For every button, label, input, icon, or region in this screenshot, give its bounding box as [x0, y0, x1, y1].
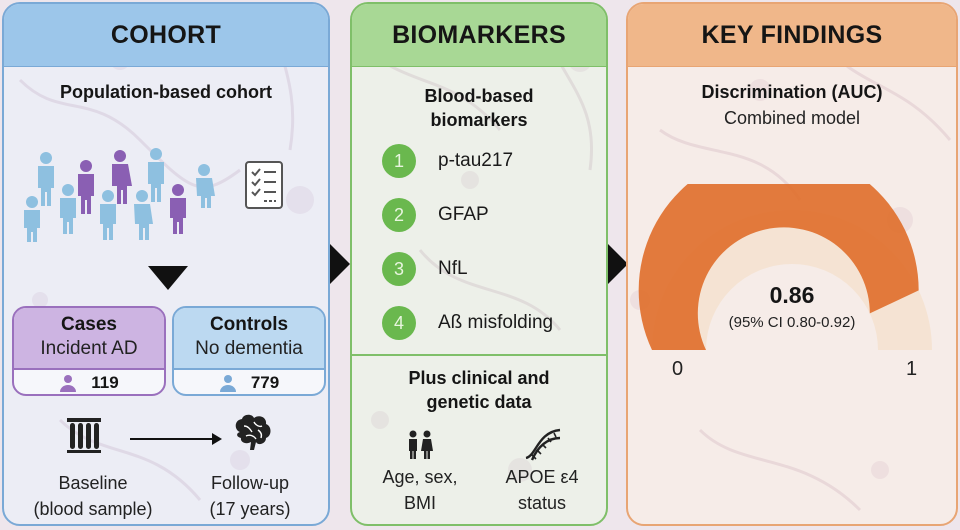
panel-arrow-icon: [608, 244, 628, 284]
people-group: [24, 148, 215, 242]
cohort-panel: COHORT Population-based cohort: [2, 2, 330, 526]
cases-count: 119: [91, 373, 119, 392]
controls-box: Controls No dementia 779: [172, 306, 326, 396]
apoe-label: APOE ε4 status: [486, 464, 598, 516]
gauge-max-label: 1: [906, 358, 918, 380]
panel-arrow-icon: [330, 244, 350, 284]
followup-label: Follow-up (17 years): [180, 470, 320, 522]
cohort-subtitle: Population-based cohort: [59, 82, 272, 102]
key-findings-panel: KEY FINDINGS Discrimination (AUC) Combin…: [626, 2, 958, 526]
person-icon: [219, 375, 236, 392]
auc-ci: (95% CI 0.80-0.92): [728, 314, 856, 331]
biomarker-number: 2: [382, 198, 416, 232]
biomarkers-subtitle: Blood-based biomarkers: [352, 84, 606, 132]
cases-title: Cases: [61, 314, 117, 335]
biomarker-label: p-tau217: [438, 150, 514, 171]
clinical-genetic-heading: Plus clinical and genetic data: [352, 366, 606, 414]
couple-icon: [409, 430, 433, 459]
baseline-label: Baseline (blood sample): [18, 470, 168, 522]
demographics-line1: Age, sex,: [382, 467, 458, 487]
biomarker-item: 1 p-tau217: [382, 144, 513, 178]
biomarkers-subtitle-line2: biomarkers: [430, 110, 528, 130]
controls-title: Controls: [209, 314, 289, 335]
controls-count: 779: [250, 373, 280, 392]
biomarker-item: 4 Aß misfolding: [382, 306, 553, 340]
biomarkers-divider: [352, 354, 606, 356]
dna-icon: [525, 428, 561, 461]
biomarker-label: GFAP: [438, 204, 489, 225]
auc-gauge: [638, 184, 932, 350]
cases-subtitle: Incident AD: [40, 338, 138, 359]
biomarker-item: 3 NfL: [382, 252, 468, 286]
person-icon: [60, 375, 77, 392]
biomarkers-subtitle-line1: Blood-based: [424, 86, 534, 106]
clinical-line2: genetic data: [426, 392, 532, 412]
metric-title: Discrimination (AUC): [701, 82, 883, 102]
test-tubes-icon: [67, 418, 101, 453]
clinical-line1: Plus clinical and: [408, 368, 550, 388]
biomarker-number: 3: [382, 252, 416, 286]
biomarkers-panel: BIOMARKERS Blood-based biomarkers 1 p-ta…: [350, 2, 608, 526]
followup-line1: Follow-up: [210, 473, 290, 493]
cohort-title: COHORT: [4, 4, 328, 67]
auc-value: 0.86: [769, 282, 815, 308]
model-label: Combined model: [723, 108, 861, 128]
brain-icon: [235, 414, 271, 450]
biomarker-number: 4: [382, 306, 416, 340]
demographics-line2: BMI: [403, 493, 436, 513]
biomarker-label: NfL: [438, 258, 468, 279]
apoe-line2: status: [517, 493, 567, 513]
biomarker-label: Aß misfolding: [438, 312, 554, 333]
baseline-line1: Baseline: [58, 473, 128, 493]
biomarker-number: 1: [382, 144, 416, 178]
cases-box: Cases Incident AD 119: [12, 306, 166, 396]
down-arrow-icon: [148, 266, 188, 290]
gauge-min-label: 0: [672, 358, 684, 380]
gauge-fill: [638, 184, 919, 350]
biomarker-item: 2 GFAP: [382, 198, 489, 232]
baseline-line2: (blood sample): [33, 499, 153, 519]
people-icon: [24, 148, 215, 242]
biomarkers-title: BIOMARKERS: [352, 4, 606, 67]
timeline-arrow-icon: [130, 433, 222, 445]
apoe-line1: APOE ε4: [505, 467, 579, 487]
demographics-label: Age, sex, BMI: [368, 464, 472, 516]
followup-line2: (17 years): [209, 499, 291, 519]
checklist-icon: [245, 161, 283, 209]
controls-subtitle: No dementia: [195, 338, 303, 359]
key-findings-title: KEY FINDINGS: [628, 4, 956, 67]
